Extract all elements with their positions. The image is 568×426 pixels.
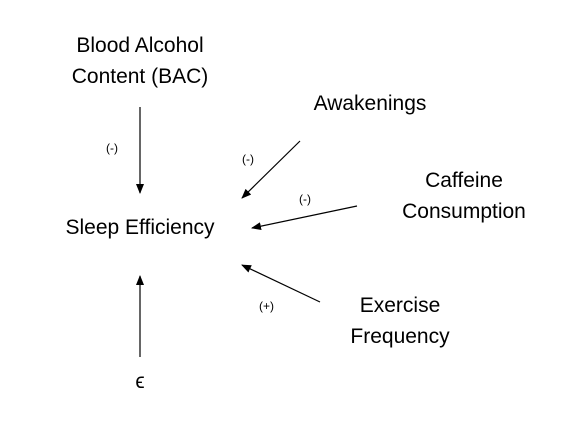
node-awakenings-label: Awakenings (313, 92, 427, 115)
node-bac-line-1: Blood Alcohol (76, 34, 204, 57)
edge-sign-awakenings: (-) (242, 152, 254, 166)
edge-sign-bac: (-) (106, 141, 118, 155)
node-exercise-line-2: Frequency (350, 325, 450, 348)
node-caffeine-line-2: Consumption (402, 200, 526, 223)
node-caffeine: Caffeine Consumption (384, 165, 544, 227)
node-bac-line-2: Content (BAC) (71, 65, 209, 88)
node-sleep-efficiency-label: Sleep Efficiency (65, 216, 215, 239)
node-error-term-label: ϵ (135, 370, 145, 393)
node-awakenings: Awakenings (290, 88, 450, 119)
node-exercise: Exercise Frequency (330, 290, 470, 352)
node-caffeine-line-1: Caffeine (425, 169, 503, 192)
edge-sign-caffeine: (-) (299, 192, 311, 206)
arrow-exercise-to-sleep-efficiency (241, 264, 321, 303)
node-error-term: ϵ (120, 366, 160, 397)
arrow-awakenings-to-sleep-efficiency (241, 140, 301, 199)
node-bac: Blood Alcohol Content (BAC) (40, 30, 240, 92)
node-exercise-line-1: Exercise (359, 294, 441, 317)
edge-sign-exercise: (+) (259, 299, 274, 313)
arrow-caffeine-to-sleep-efficiency (251, 205, 358, 231)
node-sleep-efficiency: Sleep Efficiency (40, 212, 240, 243)
